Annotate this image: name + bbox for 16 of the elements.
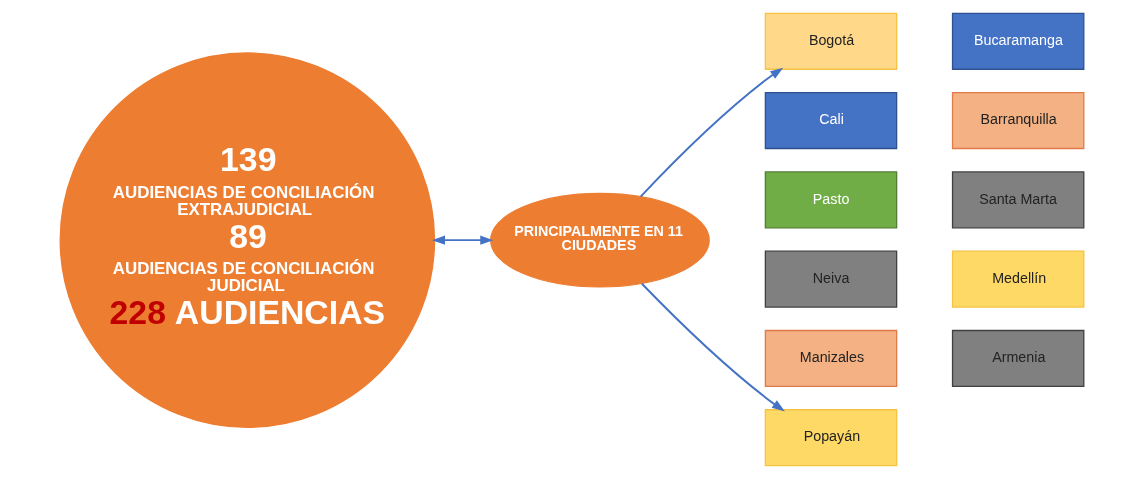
node-box: Armenia — [951, 329, 1084, 387]
node-ellipse: PRINCIPALMENTE EN 11 CIUDADES — [489, 192, 710, 288]
node-box: Neiva — [764, 250, 897, 308]
node-box: Bogotá — [764, 12, 897, 70]
node-box: Medellín — [951, 250, 1084, 308]
node-box: Pasto — [764, 171, 897, 229]
node-box: Popayán — [764, 409, 897, 467]
node-box: Manizales — [764, 329, 897, 387]
arrow — [640, 282, 785, 412]
node-box: Bucaramanga — [951, 12, 1084, 70]
node-box: Barranquilla — [951, 91, 1084, 150]
node-box: Cali — [764, 91, 897, 150]
node-box: Santa Marta — [951, 171, 1084, 229]
arrow — [431, 235, 493, 245]
node-circle: 139 AUDIENCIAS DE CONCILIACIÓN EXTRAJUDICIAL 89 AUDIENCIAS DE CONCILIACIÓN JUDICIAL 228 AUDIENCIAS — [59, 52, 435, 428]
arrow — [639, 67, 783, 198]
